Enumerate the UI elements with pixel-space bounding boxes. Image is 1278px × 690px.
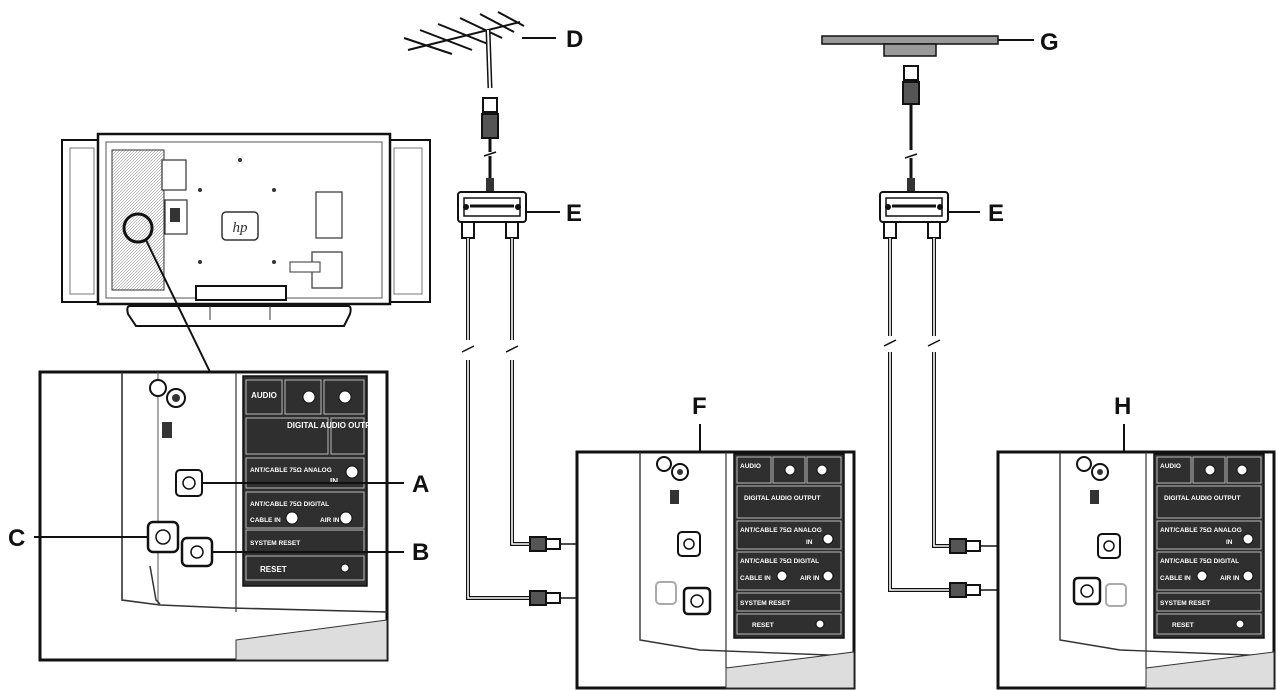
f-label-digital-audio-output: DIGITAL AUDIO OUTPUT xyxy=(744,495,820,502)
h-label-reset: RESET xyxy=(1172,622,1194,629)
coax-connector-a xyxy=(175,469,203,497)
h-label-cable-in: CABLE IN xyxy=(1160,575,1191,582)
label-ant-cable-digital: ANT/CABLE 75Ω DIGITAL xyxy=(250,501,329,508)
callout-e-left: E xyxy=(566,200,582,227)
f-label-air-in: AIR IN xyxy=(800,575,820,582)
f-label-system-reset: SYSTEM RESET xyxy=(740,600,790,607)
jack-panel-h: AUDIO DIGITAL AUDIO OUTPUT ANT/CABLE 75Ω… xyxy=(996,450,1276,690)
jack-panel-f: AUDIO DIGITAL AUDIO OUTPUT ANT/CABLE 75Ω… xyxy=(575,450,856,690)
left-jack-panel-closeup: AUDIO DIGITAL AUDIO OUTPUT ANT/CABLE 75Ω… xyxy=(38,370,389,662)
f-label-in: IN xyxy=(806,539,813,546)
f-label-cable-in: CABLE IN xyxy=(740,575,771,582)
hp-logo-text: hp xyxy=(233,220,249,236)
label-reset: RESET xyxy=(260,565,287,574)
label-cable-in: CABLE IN xyxy=(250,517,281,524)
zoom-circle xyxy=(122,212,154,244)
callout-f: F xyxy=(692,393,707,420)
cable-wall-source xyxy=(821,35,999,57)
h-label-in: IN xyxy=(1226,539,1233,546)
coax-connector-b xyxy=(180,536,214,568)
label-digital-audio-output: DIGITAL AUDIO OUTPUT xyxy=(287,421,381,430)
label-in: IN xyxy=(330,477,338,486)
label-system-reset: SYSTEM RESET xyxy=(250,540,300,547)
h-label-air-in: AIR IN xyxy=(1220,575,1240,582)
label-ant-cable-analog: ANT/CABLE 75Ω ANALOG xyxy=(250,467,332,474)
h-label-ant-cable-analog: ANT/CABLE 75Ω ANALOG xyxy=(1160,527,1242,534)
callout-e-right: E xyxy=(988,200,1004,227)
f-label-ant-cable-digital: ANT/CABLE 75Ω DIGITAL xyxy=(740,558,819,565)
h-label-digital-audio-output: DIGITAL AUDIO OUTPUT xyxy=(1164,495,1240,502)
f-label-audio: AUDIO xyxy=(740,463,761,470)
h-label-audio: AUDIO xyxy=(1160,463,1181,470)
callout-c: C xyxy=(8,525,25,552)
splitter-left xyxy=(457,191,527,239)
tv-back-view: hp xyxy=(61,132,431,373)
callout-b: B xyxy=(412,539,429,566)
splitter-right xyxy=(879,191,949,239)
callout-a: A xyxy=(412,471,429,498)
h-label-system-reset: SYSTEM RESET xyxy=(1160,600,1210,607)
f-label-reset: RESET xyxy=(752,622,774,629)
label-audio: AUDIO xyxy=(251,391,277,400)
coax-connector-c xyxy=(146,520,180,554)
callout-g: G xyxy=(1040,29,1059,56)
label-air-in: AIR IN xyxy=(320,517,340,524)
callout-d: D xyxy=(566,26,583,53)
f-label-ant-cable-analog: ANT/CABLE 75Ω ANALOG xyxy=(740,527,822,534)
callout-h: H xyxy=(1114,393,1131,420)
hp-logo: hp xyxy=(221,211,259,241)
h-label-ant-cable-digital: ANT/CABLE 75Ω DIGITAL xyxy=(1160,558,1239,565)
antenna xyxy=(403,11,525,89)
